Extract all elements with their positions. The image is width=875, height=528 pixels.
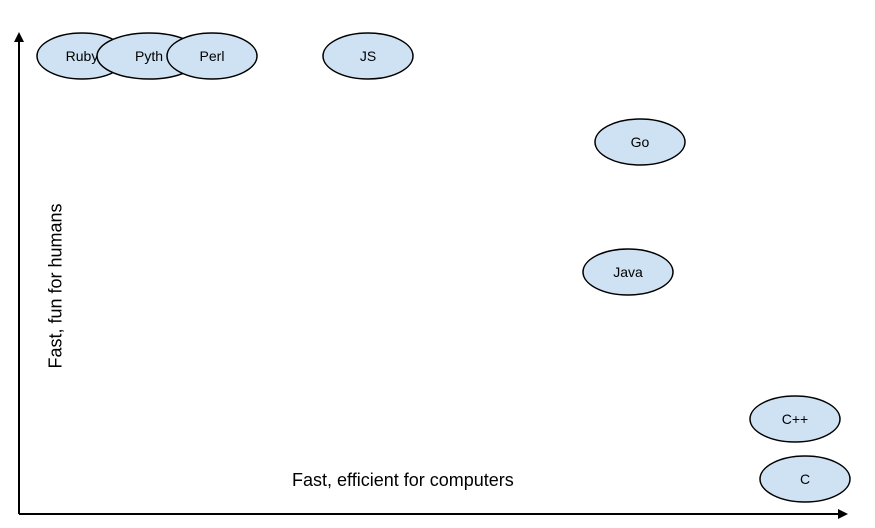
node-c: C <box>759 455 851 503</box>
node-java: Java <box>582 248 674 296</box>
node-js: JS <box>322 32 414 80</box>
node-c-label: C <box>800 471 810 487</box>
node-go-ellipse <box>594 118 686 166</box>
node-go: Go <box>594 118 686 166</box>
y-axis-label: Fast, fun for humans <box>45 203 66 369</box>
node-c-ellipse <box>759 455 851 503</box>
node-ruby-label: Ruby <box>66 48 99 64</box>
node-java-ellipse <box>582 248 674 296</box>
node-js-ellipse <box>322 32 414 80</box>
node-go-label: Go <box>631 134 650 150</box>
node-cpp: C++ <box>749 395 841 443</box>
node-java-label: Java <box>613 264 643 280</box>
node-perl-ellipse <box>166 32 258 80</box>
node-perl: Perl <box>166 32 258 80</box>
x-axis-label: Fast, efficient for computers <box>292 470 514 490</box>
node-python-label: Pyth <box>135 48 163 64</box>
node-cpp-ellipse <box>749 395 841 443</box>
node-js-label: JS <box>360 48 376 64</box>
node-perl-label: Perl <box>200 48 225 64</box>
node-cpp-label: C++ <box>782 411 808 427</box>
